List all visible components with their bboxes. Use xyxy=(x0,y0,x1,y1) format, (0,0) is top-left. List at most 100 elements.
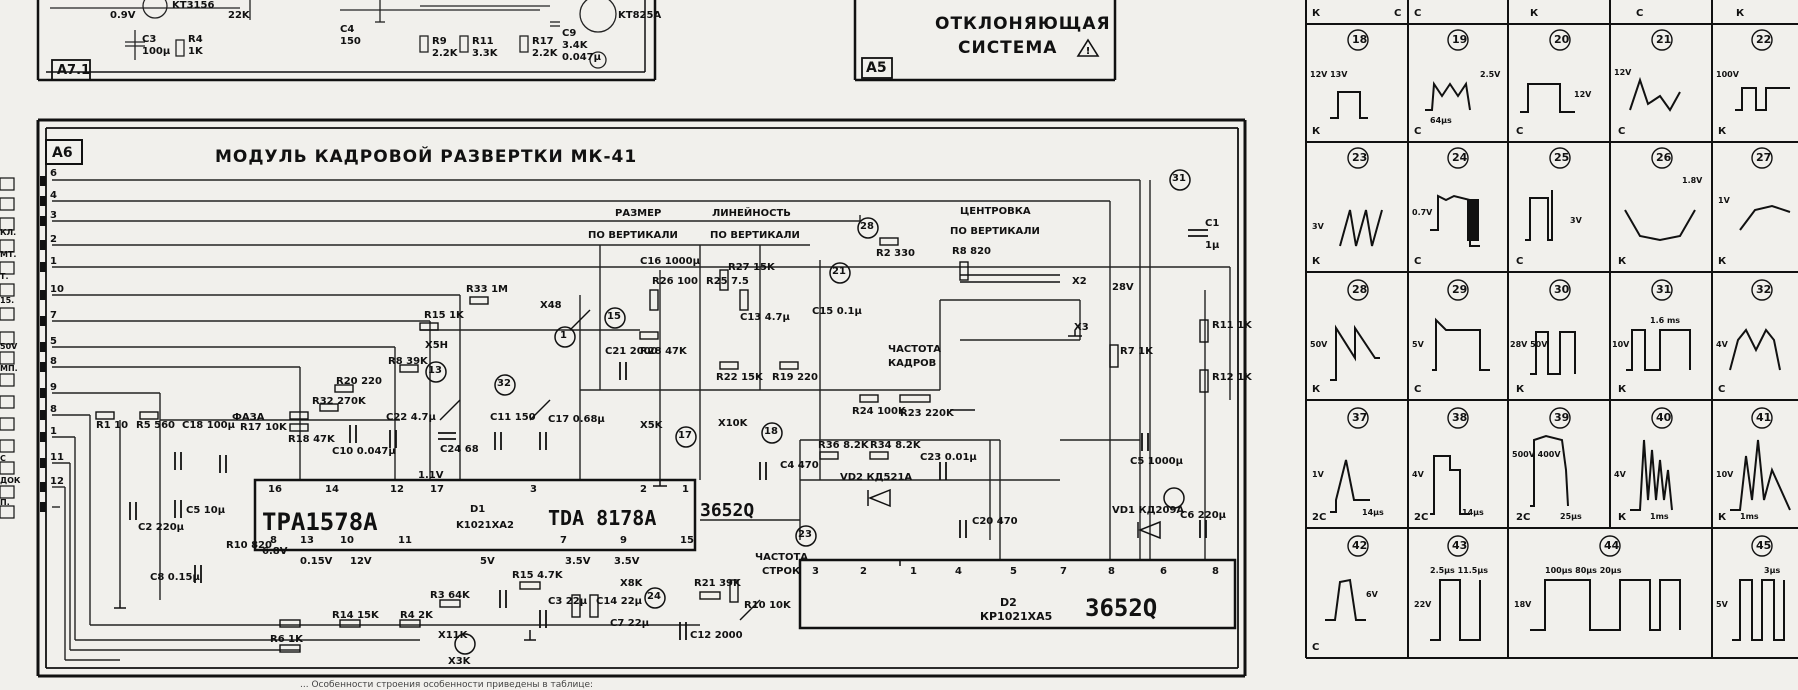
waveform-scale: С xyxy=(1516,126,1524,137)
waveform-number: 28 xyxy=(1352,283,1368,296)
waveform-number: 42 xyxy=(1352,539,1368,552)
test-point: 31 xyxy=(1172,173,1186,184)
waveform-number: 43 xyxy=(1452,539,1468,552)
waveform-time: 64µs xyxy=(1430,116,1452,125)
waveform-amplitude: 2.5V xyxy=(1480,70,1501,79)
chip-pin: 14 xyxy=(325,484,339,495)
component-label: R10 820 xyxy=(226,540,272,551)
transistor-label: KT3156 xyxy=(172,0,215,11)
component-label: C13 4.7µ xyxy=(740,312,790,323)
chip-designator: D2 xyxy=(1000,596,1017,609)
waveform-time: 100µs 80µs 20µs xyxy=(1545,566,1622,575)
chip-pin: 3 xyxy=(530,484,537,495)
transistor-label: KT825A xyxy=(618,10,662,21)
waveform-number: 18 xyxy=(1352,33,1368,46)
chip-pin: 11 xyxy=(398,535,412,546)
component-label: C10 0.047µ xyxy=(332,446,396,457)
voltage-28v-label: 28V xyxy=(1112,282,1134,293)
value-label: 100µ xyxy=(142,46,171,57)
component-label: C4 xyxy=(340,24,355,35)
chip-pin: 15 xyxy=(680,535,694,546)
chip-pin: 8 xyxy=(1212,566,1219,577)
component-label: R25 7.5 xyxy=(706,276,749,287)
deflection-title-line2: СИСТЕМА xyxy=(958,38,1058,58)
waveform-amplitude: 5V xyxy=(1716,600,1728,609)
waveform-amplitude: 3V xyxy=(1570,216,1582,225)
test-point: 18 xyxy=(764,426,778,437)
waveform-amplitude: 1V xyxy=(1718,196,1730,205)
side-tag: КЛ. xyxy=(0,228,17,237)
grid-cell-label: С xyxy=(1394,8,1402,19)
connector-label: X10K xyxy=(718,418,748,429)
component-label: R1 10 xyxy=(96,420,129,431)
waveform-scale: С xyxy=(1718,384,1726,395)
waveform-amplitude: 10V xyxy=(1612,340,1630,349)
chip-name-left: TPA1578A xyxy=(262,508,378,536)
waveform-amplitude: 6V xyxy=(1366,590,1378,599)
waveform-amplitude: 12V xyxy=(1614,68,1632,77)
value-label: 2.2K xyxy=(532,48,558,59)
component-label: C6 220µ xyxy=(1180,510,1227,521)
test-point: 23 xyxy=(798,529,812,540)
side-tag: П. xyxy=(0,498,10,507)
waveform-scale: К xyxy=(1718,126,1727,137)
value-label: 2.2K xyxy=(432,48,458,59)
chip-pin: 8 xyxy=(270,535,277,546)
component-label: VD2 КД521А xyxy=(840,472,913,483)
waveform-amplitude: 10V xyxy=(1716,470,1734,479)
value-label: 0.9V xyxy=(110,10,136,21)
voltage-label: 3.5V xyxy=(614,556,640,567)
chip-pin: 9 xyxy=(620,535,627,546)
voltage-label: 5V xyxy=(480,556,495,567)
waveform-amplitude: 3V xyxy=(1312,222,1324,231)
component-label: R6 1K xyxy=(270,634,303,645)
connector-label: X3 xyxy=(1074,322,1089,333)
waveform-scale: К xyxy=(1618,384,1627,395)
component-label: C11 150 xyxy=(490,412,536,423)
test-point: 21 xyxy=(832,266,846,277)
chip-pin: 1 xyxy=(910,566,917,577)
line-freq-label-line1: ЧАСТОТА xyxy=(755,552,809,563)
chip-pin: 8 xyxy=(1108,566,1115,577)
component-label: C5 1000µ xyxy=(1130,456,1183,467)
size-label-line1: РАЗМЕР xyxy=(615,208,662,219)
pin-number: 8 xyxy=(50,404,57,415)
component-label: R26 100 xyxy=(652,276,698,287)
waveform-scale: К xyxy=(1718,512,1727,523)
linearity-label-line1: ЛИНЕЙНОСТЬ xyxy=(712,208,791,219)
component-label: C7 22µ xyxy=(610,618,650,629)
component-label: C2 220µ xyxy=(138,522,185,533)
component-label: R2 330 xyxy=(876,248,916,259)
component-label: R24 100K xyxy=(852,406,906,417)
waveform-scale: К xyxy=(1718,256,1727,267)
waveform-scale: С xyxy=(1618,126,1626,137)
chip-code: 3652Q xyxy=(1085,594,1158,622)
component-label: R15 1K xyxy=(424,310,464,321)
component-label: C22 4.7µ xyxy=(386,412,436,423)
waveform-number: 22 xyxy=(1756,33,1772,46)
waveform-number: 40 xyxy=(1656,411,1672,424)
waveform-number: 32 xyxy=(1756,283,1772,296)
frame-freq-label-line2: КАДРОВ xyxy=(888,358,937,369)
waveform-amplitude: 5V xyxy=(1412,340,1424,349)
waveform-scale: С xyxy=(1414,384,1422,395)
chip-pin: 7 xyxy=(1060,566,1067,577)
waveform-number: 39 xyxy=(1554,411,1570,424)
chip-pin: 13 xyxy=(300,535,314,546)
waveform-scale: С xyxy=(1312,642,1320,653)
centering-label-line2: ПО ВЕРТИКАЛИ xyxy=(950,226,1040,237)
pin-number: 10 xyxy=(50,284,64,295)
chip-pin: 6 xyxy=(1160,566,1167,577)
waveform-time: 3µs xyxy=(1764,566,1781,575)
pin-number: 11 xyxy=(50,452,64,463)
waveform-scale: К xyxy=(1618,256,1627,267)
component-label: R36 8.2K xyxy=(818,440,869,451)
component-label: C17 0.68µ xyxy=(548,414,605,425)
linearity-label-line2: ПО ВЕРТИКАЛИ xyxy=(710,230,800,241)
frame-label-a5: A5 xyxy=(866,60,887,76)
footnote: ... Особенности строения особенности при… xyxy=(300,680,594,690)
